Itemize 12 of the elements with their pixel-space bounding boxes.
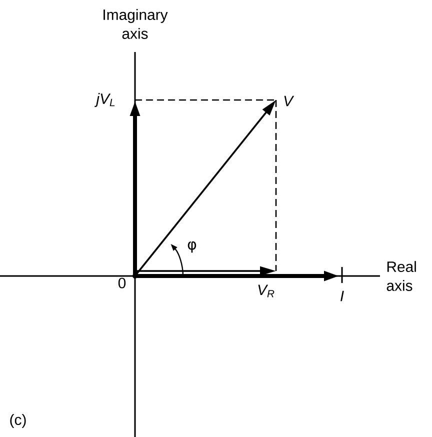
angle-label: φ [188,241,196,253]
origin-label: 0 [118,278,126,288]
phasor-label: jV$_{L}$ [94,93,115,107]
phasor-label: V [284,96,294,106]
construction-line [135,99,276,101]
origin-point [132,274,138,278]
phasor-label: I [340,290,344,302]
phasor-label: V$_{R}$ [258,284,274,298]
panel-label: (c) [10,414,26,428]
construction-line [275,100,277,271]
axis-label: Real axis [386,261,416,291]
axis-label: Imaginary axis [104,9,168,39]
